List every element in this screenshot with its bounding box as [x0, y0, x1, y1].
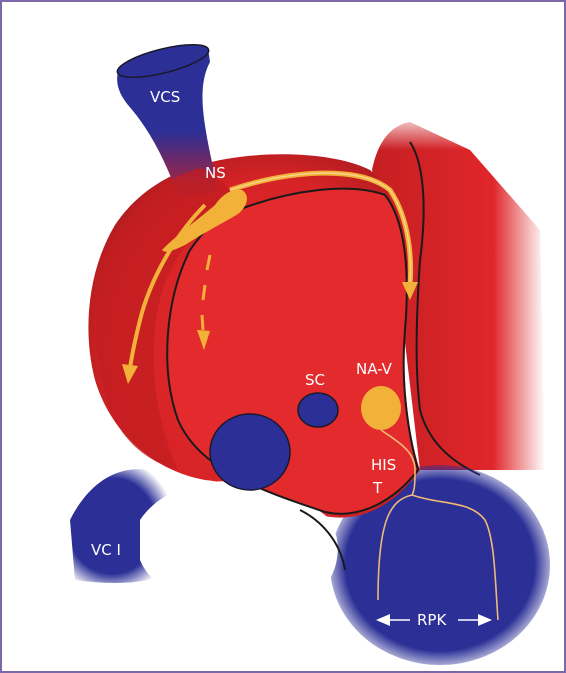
label-nav: NA-V [356, 360, 393, 378]
label-rpk: RPK [417, 611, 447, 629]
label-vci: VC I [91, 541, 121, 559]
av-node [361, 386, 401, 430]
large-opening [210, 414, 290, 490]
label-vcs: VCS [150, 88, 180, 106]
label-ns: NS [205, 164, 226, 182]
label-his: HIS [371, 456, 396, 474]
label-t: T [372, 479, 383, 497]
sc-opening [298, 393, 338, 427]
wall-top-fade [360, 110, 560, 150]
label-sc: SC [305, 371, 325, 389]
